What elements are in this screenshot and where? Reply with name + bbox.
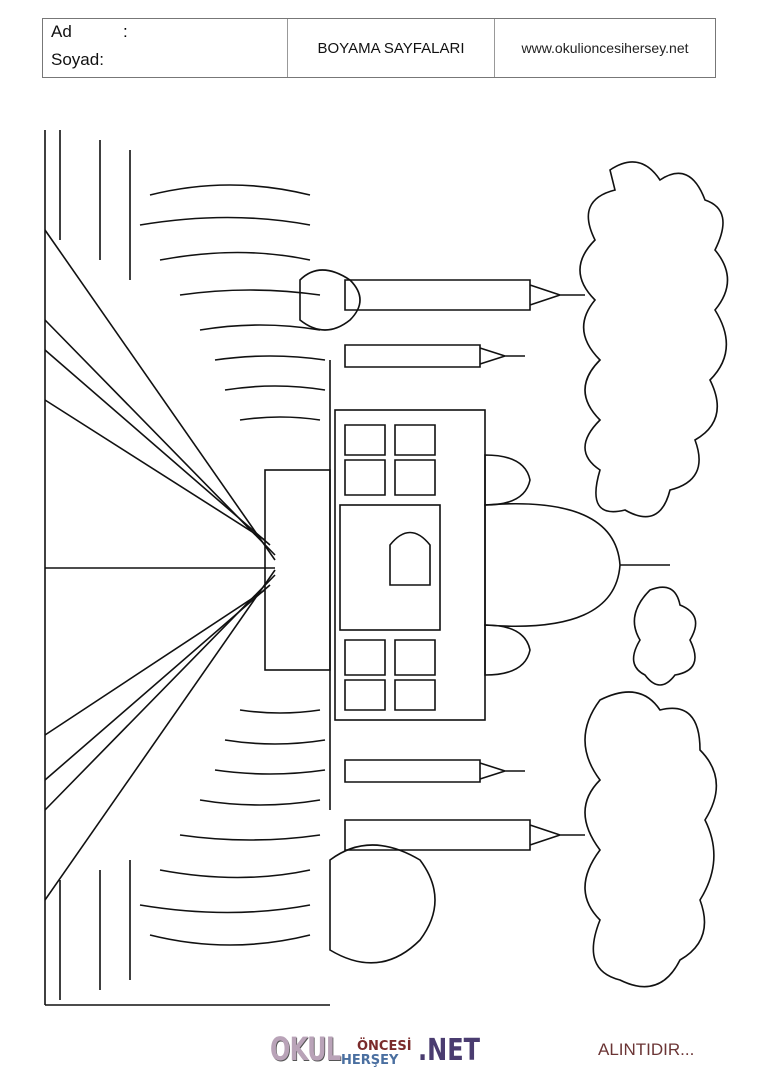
page-title: BOYAMA SAYFALARI <box>288 19 495 77</box>
surname-label: Soyad: <box>51 50 104 69</box>
main-building <box>334 409 486 721</box>
taj-mahal-coloring-illustration <box>44 130 729 1006</box>
logo-middle: ÖNCESİ HERŞEY <box>341 1040 412 1068</box>
logo-part-oncesi: ÖNCESİ <box>357 1039 412 1054</box>
header-table: Ad : Soyad: BOYAMA SAYFALARI www.okulion… <box>42 18 716 78</box>
clouds <box>579 161 729 988</box>
website-text: www.okulioncesihersey.net <box>521 40 689 56</box>
cypress-trees <box>59 130 436 1000</box>
minarets <box>344 279 585 851</box>
site-logo: OKUL ÖNCESİ HERŞEY .NET <box>270 1030 495 1068</box>
pathway-lines <box>44 130 330 1006</box>
name-colon: : <box>123 22 128 41</box>
main-dome <box>484 502 621 628</box>
logo-part-net: .NET <box>417 1033 480 1068</box>
name-cell: Ad : Soyad: <box>43 19 288 77</box>
logo-part-hersey: HERŞEY <box>341 1053 399 1068</box>
credit-text: ALINTIDIR... <box>598 1040 695 1059</box>
name-label: Ad <box>51 22 72 41</box>
logo-part-okul: OKUL <box>270 1030 341 1068</box>
